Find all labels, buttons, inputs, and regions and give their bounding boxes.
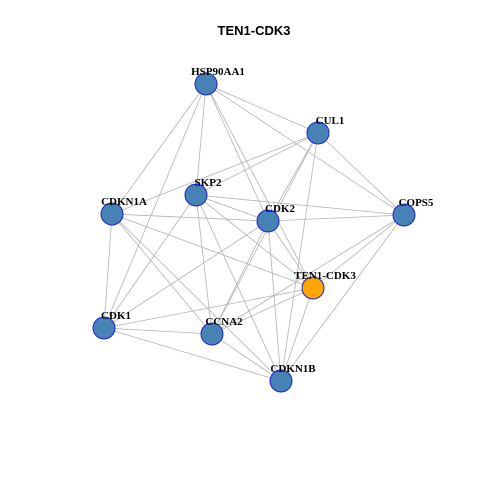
node-label-cul1: CUL1: [316, 115, 345, 127]
node-cdk1: [92, 316, 116, 340]
edge-cul1-cdkn1a: [111, 132, 319, 215]
edge-cdk2-ten1-cdk3: [267, 220, 314, 289]
node-label-cops5: COPS5: [399, 197, 434, 209]
node-layer: [92, 72, 416, 393]
node-hsp90aa1: [194, 72, 218, 96]
edge-cul1-skp2: [195, 132, 319, 196]
edge-cul1-cops5: [317, 132, 405, 216]
edge-hsp90aa1-cdk1: [103, 83, 207, 329]
edge-ten1-cdk3-cdk1: [103, 287, 314, 329]
node-ccna2: [200, 322, 224, 346]
edge-ten1-cdk3-cdkn1b: [280, 287, 314, 382]
edge-cdk2-cdk1: [103, 220, 269, 329]
node-label-skp2: SKP2: [195, 177, 222, 189]
edge-cdkn1a-ccna2: [111, 213, 213, 335]
edge-hsp90aa1-skp2: [195, 83, 207, 196]
edge-cdk2-cops5: [267, 214, 405, 222]
edge-skp2-ten1-cdk3: [195, 194, 314, 289]
node-label-cdk1: CDK1: [101, 310, 131, 322]
node-label-cdkn1b: CDKN1B: [270, 363, 316, 375]
node-cops5: [392, 203, 416, 227]
node-cdkn1a: [100, 202, 124, 226]
edge-hsp90aa1-cops5: [205, 83, 405, 216]
edge-cdkn1a-cdk2: [111, 213, 269, 222]
edge-cdk2-cdkn1b: [267, 220, 282, 382]
edge-cdkn1a-ten1-cdk3: [111, 213, 314, 289]
edge-hsp90aa1-ten1-cdk3: [205, 83, 314, 289]
edge-hsp90aa1-cdk2: [205, 83, 269, 222]
edge-ccna2-cdkn1b: [211, 333, 282, 382]
edge-cops5-ten1-cdk3: [312, 214, 405, 289]
node-label-ten1-cdk3: TEN1-CDK3: [294, 270, 356, 282]
edge-cdkn1a-cdk1: [103, 213, 113, 329]
edge-cul1-cdk2: [267, 132, 319, 222]
diagram-title: TEN1-CDK3: [218, 23, 291, 38]
node-label-cdkn1a: CDKN1A: [101, 196, 147, 208]
edge-skp2-cdk2: [195, 194, 269, 222]
edge-cops5-cdkn1b: [280, 214, 405, 382]
node-label-ccna2: CCNA2: [205, 316, 243, 328]
edge-ten1-cdk3-ccna2: [211, 287, 314, 335]
node-cdkn1b: [269, 369, 293, 393]
edge-layer: [103, 83, 405, 382]
edge-cul1-cdkn1b: [280, 132, 319, 382]
node-label-cdk2: CDK2: [265, 203, 295, 215]
edge-hsp90aa1-cdkn1a: [111, 83, 207, 215]
node-cul1: [306, 121, 330, 145]
edge-cdk1-ccna2: [103, 327, 213, 335]
edge-cdkn1a-cdkn1b: [111, 213, 282, 382]
edge-cdk1-cdkn1b: [103, 327, 282, 382]
node-skp2: [184, 183, 208, 207]
edge-skp2-cops5: [195, 194, 405, 216]
edge-skp2-cdkn1b: [195, 194, 282, 382]
edge-cdk2-ccna2: [211, 220, 269, 335]
edge-cops5-ccna2: [211, 214, 405, 335]
node-ten1-cdk3: [301, 276, 325, 300]
edge-hsp90aa1-cul1: [205, 83, 319, 134]
edge-cul1-ccna2: [211, 132, 319, 335]
node-cdk2: [256, 209, 280, 233]
node-label-hsp90aa1: HSP90AA1: [191, 66, 245, 78]
